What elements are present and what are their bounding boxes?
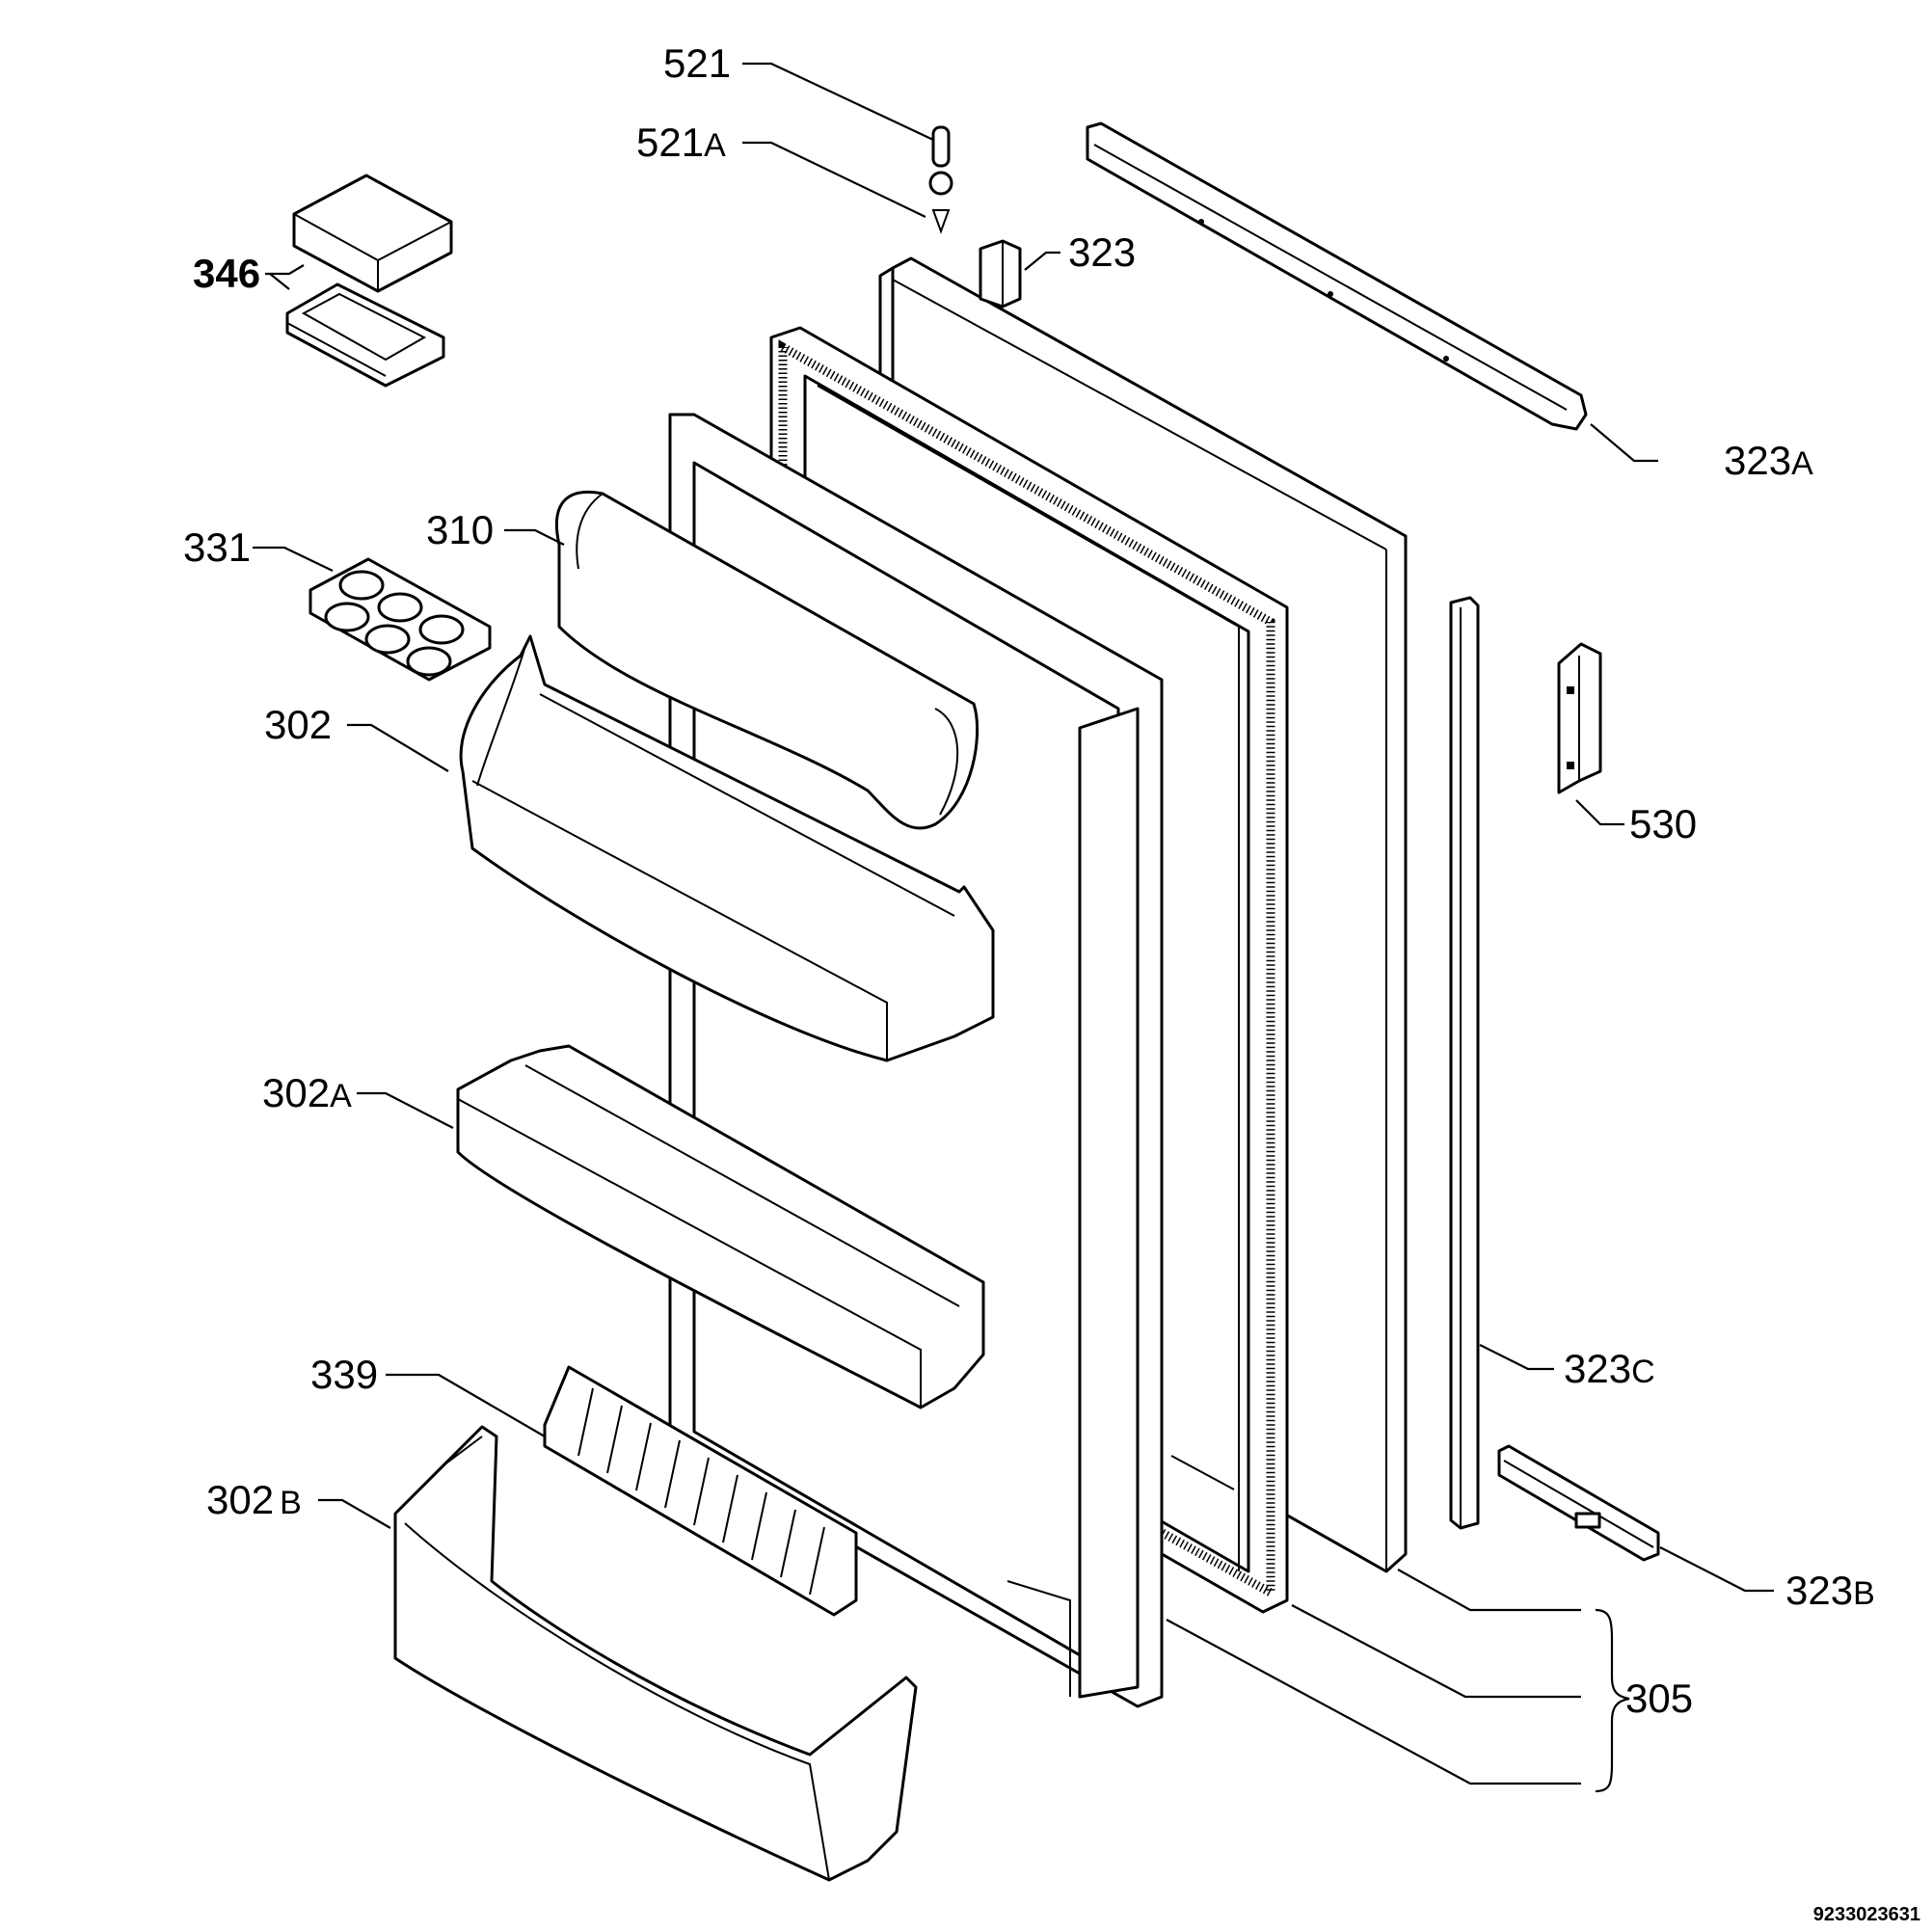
- handle-bracket: [1557, 642, 1602, 794]
- hinge-bracket-323: [979, 239, 1022, 309]
- group-brace-305: [1595, 1608, 1630, 1793]
- divider-ribs: [577, 1387, 825, 1596]
- label-521A: 521A: [636, 120, 726, 165]
- bottom-trim-rail: [1497, 1444, 1660, 1562]
- leader-lines: [253, 62, 1774, 1785]
- top-trim-strip: [1086, 121, 1588, 431]
- document-number: 9233023631: [1813, 1904, 1920, 1925]
- butter-box: [285, 174, 453, 388]
- label-302A: 302A: [262, 1070, 352, 1115]
- label-339: 339: [310, 1352, 378, 1397]
- label-521: 521: [663, 40, 731, 86]
- label-310: 310: [426, 507, 494, 552]
- egg-tray: [309, 557, 492, 682]
- label-323C: 323C: [1564, 1346, 1655, 1391]
- part-labels: 521 521A 323 323A 346 310 331 302 530 30…: [183, 40, 1875, 1721]
- label-331: 331: [183, 524, 251, 570]
- dairy-cover-flap: [554, 490, 979, 830]
- label-302: 302: [264, 702, 332, 747]
- door-shelf-302B: [393, 1425, 918, 1882]
- side-trim-strip: [1449, 596, 1480, 1530]
- label-530: 530: [1629, 801, 1697, 846]
- label-346: 346: [193, 251, 260, 296]
- label-323A: 323A: [1724, 438, 1813, 483]
- label-323: 323: [1068, 229, 1136, 275]
- hinge-pin: [928, 125, 953, 234]
- door-shelf-302A: [456, 1044, 985, 1409]
- label-305: 305: [1625, 1676, 1693, 1721]
- bottle-divider-insert: [543, 1365, 858, 1617]
- label-323B: 323B: [1785, 1568, 1875, 1613]
- door-shelf-302: [459, 634, 995, 1062]
- egg-cups: [324, 570, 465, 677]
